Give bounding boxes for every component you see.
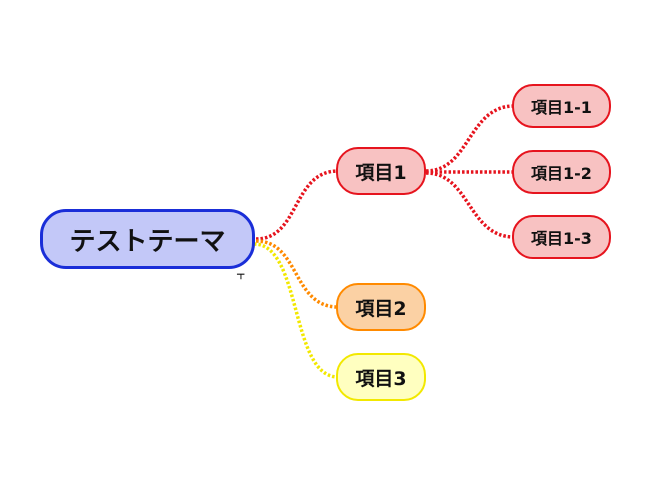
topic-label-item-1: 項目1 (355, 161, 407, 184)
connector-root-to-item-1 (255, 169, 339, 241)
topic-label-item-2: 項目2 (355, 297, 407, 320)
topic-node-item-2[interactable]: 項目2 (336, 283, 426, 331)
subtopic-node-item-1-3[interactable]: 項目1-3 (512, 215, 611, 259)
subtopic-label-item-1-1: 項目1-1 (531, 98, 592, 117)
subtopic-label-item-1-2: 項目1-2 (531, 164, 592, 183)
subtopic-label-item-1-3: 項目1-3 (531, 229, 592, 248)
topic-label-item-3: 項目3 (355, 367, 407, 390)
root-topic-node[interactable]: テストテーマ (40, 209, 255, 269)
connector-root-to-item-2 (255, 239, 339, 309)
connector-item-1-to-item-1-1 (425, 104, 515, 173)
subtopic-node-item-1-1[interactable]: 項目1-1 (512, 84, 611, 128)
topic-node-item-3[interactable]: 項目3 (336, 353, 426, 401)
connector-item-1-to-item-1-3 (425, 171, 515, 239)
branch-collapse-icon[interactable]: ⫟ (236, 265, 246, 283)
root-topic-label: テストテーマ (69, 226, 226, 257)
topic-node-item-1[interactable]: 項目1 (336, 147, 426, 195)
connector-root-to-item-3 (253, 242, 339, 379)
subtopic-node-item-1-2[interactable]: 項目1-2 (512, 150, 611, 194)
